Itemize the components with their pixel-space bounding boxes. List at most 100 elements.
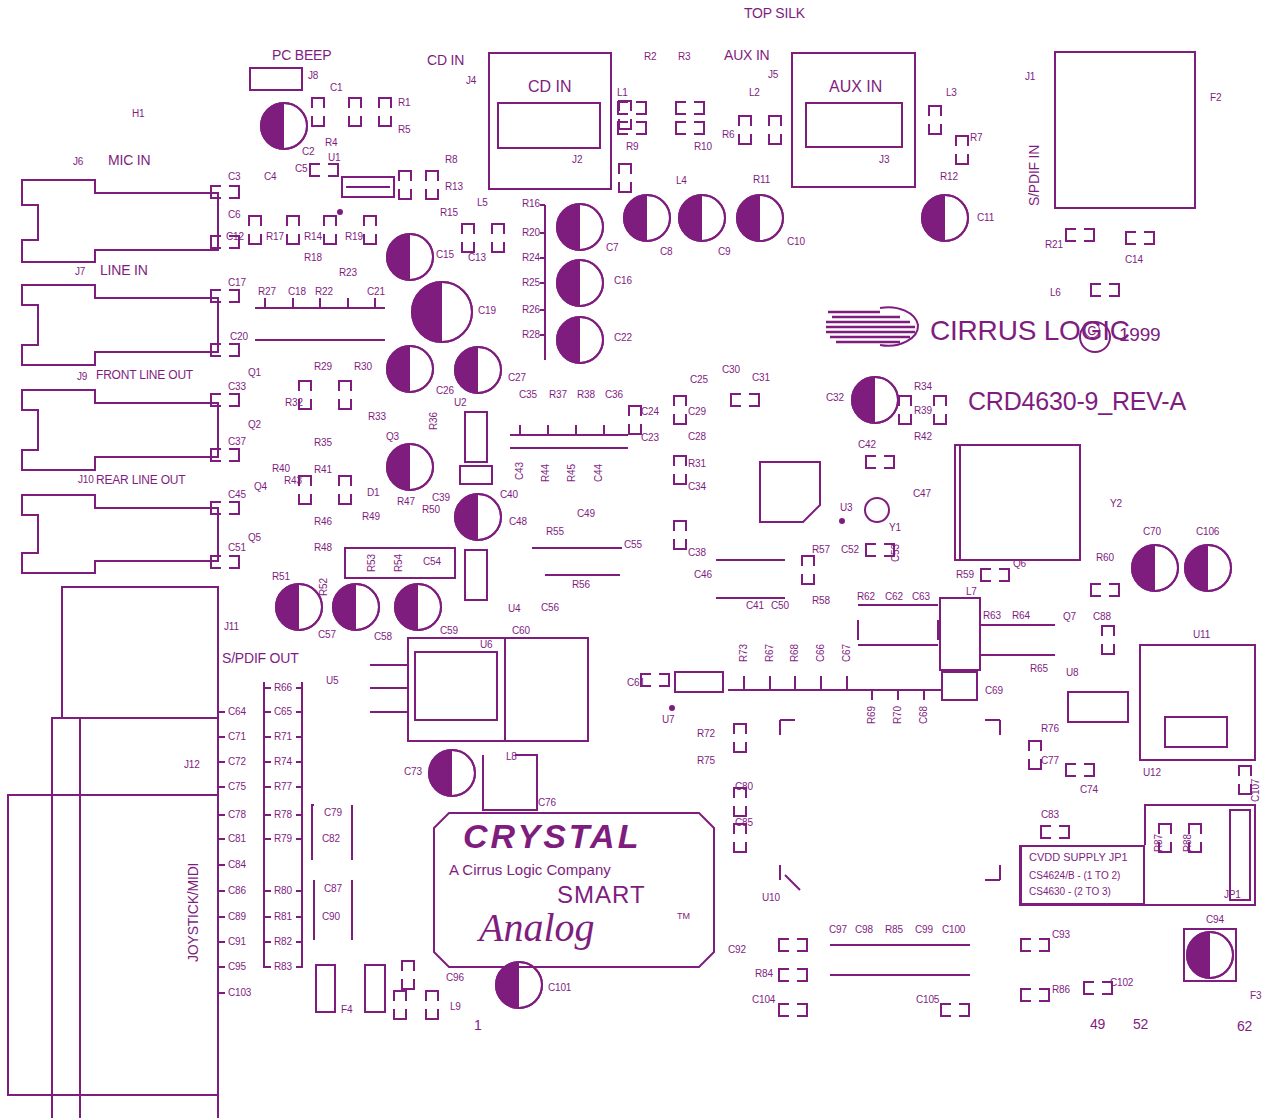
silk-label: R48 (314, 542, 332, 553)
silk-label: C102 (1110, 977, 1133, 988)
silk-label: C19 (478, 305, 496, 316)
silk-label: C36 (605, 389, 623, 400)
art-line (263, 682, 265, 968)
art-use (557, 260, 603, 306)
silk-label: C86 (228, 885, 246, 896)
silk-label: R72 (697, 728, 715, 739)
silk-label: R7 (970, 132, 982, 143)
silk-label: J1 (1025, 71, 1035, 82)
silk-label: D1 (367, 487, 379, 498)
art-line (716, 597, 785, 599)
silk-label: C59 (440, 625, 458, 636)
node-text: CS4624/B - (1 TO 2) (1029, 870, 1120, 881)
art-line (504, 638, 506, 741)
silk-label: H1 (132, 108, 144, 119)
art-line (301, 682, 303, 968)
art-use (339, 476, 351, 504)
silk-label: 52 (1133, 1017, 1148, 1032)
silk-label: R43 (284, 475, 302, 486)
silk-label: Q1 (248, 367, 261, 378)
art-use (1084, 982, 1112, 994)
art-circle (338, 210, 342, 214)
silk-label: R13 (445, 181, 463, 192)
silk-label: R19 (345, 231, 363, 242)
silk-label: U8 (1066, 667, 1078, 678)
art-rect (342, 177, 394, 197)
silk-label: C35 (519, 389, 537, 400)
silk-label: CRD4630-9_REV-A (968, 388, 1186, 416)
art-use (619, 101, 631, 129)
art-use (455, 347, 501, 393)
art-use (1066, 764, 1094, 776)
silk-label: C15 (436, 249, 454, 260)
silk-label: U6 (480, 639, 492, 650)
silk-label: PC BEEP (272, 48, 331, 63)
art-use (866, 456, 894, 468)
silk-label: C66 (815, 644, 826, 662)
art-use (387, 346, 433, 392)
silk-label: U2 (454, 397, 466, 408)
silk-label: C10 (787, 236, 805, 247)
silk-label: R79 (274, 833, 292, 844)
silk-label: R55 (546, 526, 564, 537)
silk-label: C38 (688, 547, 706, 558)
silk-label: C12 (226, 231, 244, 242)
silk-label: R30 (354, 361, 372, 372)
art-use (496, 962, 542, 1008)
silk-label: JOYSTICK/MIDI (186, 863, 201, 962)
silk-label: R68 (789, 644, 800, 662)
silk-label: F3 (1250, 990, 1261, 1001)
silk-label: C76 (538, 797, 556, 808)
art-line (510, 434, 628, 436)
silk-label: U12 (1143, 767, 1161, 778)
silk-label: C88 (1093, 611, 1111, 622)
silk-label: R88 (1182, 834, 1193, 852)
silk-label: R77 (274, 781, 292, 792)
silk-label: U11 (1193, 629, 1210, 640)
silk-label: R1 (398, 97, 410, 108)
silk-label: C67 (841, 644, 852, 662)
silk-label: S/PDIF IN (1027, 145, 1042, 206)
silk-label: R38 (577, 389, 595, 400)
silk-label: C41 (746, 600, 764, 611)
art-use (1021, 939, 1049, 951)
art-path (265, 298, 375, 308)
silk-label: AUX IN (724, 48, 769, 63)
art-use (339, 381, 351, 409)
art-line (716, 559, 785, 561)
art-use (1041, 826, 1069, 838)
silk-label: C34 (688, 481, 706, 492)
silk-label: LINE IN (100, 263, 148, 278)
silk-label: R17 (266, 231, 284, 242)
silk-label: R41 (314, 464, 332, 475)
silk-label: R76 (1041, 723, 1059, 734)
silk-label: L2 (749, 87, 760, 98)
silk-label: R21 (1045, 239, 1063, 250)
art-use (852, 377, 898, 423)
silk-label: R3 (678, 51, 690, 62)
silk-label: C7 (606, 242, 618, 253)
art-use (211, 186, 239, 198)
art-use (387, 444, 433, 490)
silk-label: 1999 (1119, 325, 1160, 346)
art-line (980, 624, 1055, 626)
silk-label: C42 (858, 439, 876, 450)
silk-label: C85 (735, 817, 753, 828)
silk-label: C53 (890, 544, 901, 562)
silk-label: R80 (274, 885, 292, 896)
silk-label: R20 (522, 227, 540, 238)
art-circle (412, 282, 472, 342)
silk-label: R53 (366, 554, 377, 572)
art-use (492, 224, 504, 252)
silk-label: J5 (768, 69, 778, 80)
node-text: SMART (557, 882, 646, 908)
silk-label: C48 (509, 516, 527, 527)
silk-label: C50 (771, 600, 789, 611)
art-use (399, 171, 411, 199)
silk-label: C89 (228, 911, 246, 922)
silk-label: R60 (1096, 552, 1114, 563)
silk-label: C69 (985, 685, 1003, 696)
art-rect (408, 638, 588, 741)
art-line (545, 574, 620, 576)
silk-label: C28 (688, 431, 706, 442)
